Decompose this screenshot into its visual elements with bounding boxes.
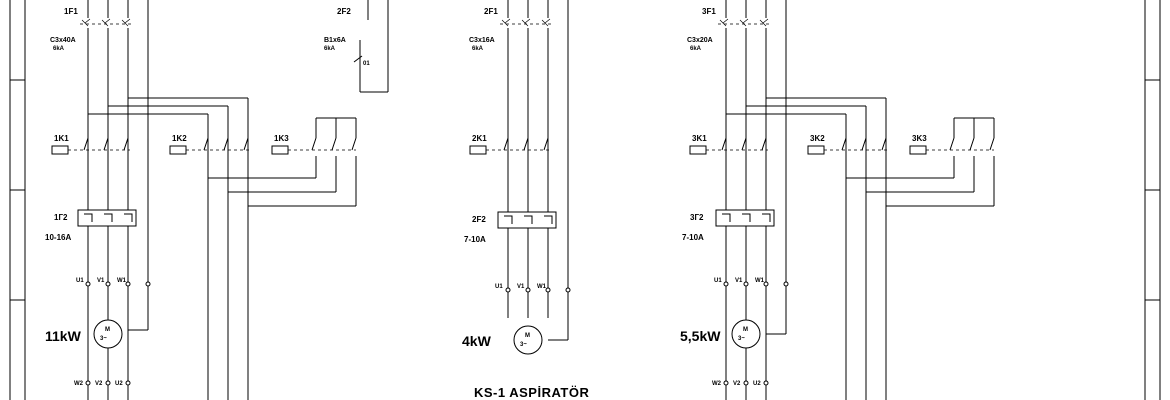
relay-label: 2F2 [472, 215, 486, 224]
svg-text:V2: V2 [733, 381, 741, 387]
svg-text:3~: 3~ [520, 342, 527, 348]
svg-text:M: M [743, 327, 748, 333]
svg-text:V1: V1 [97, 278, 105, 284]
breaker-rating: C3x40A [50, 37, 76, 44]
control-breaker-label: 2F2 [337, 7, 351, 16]
circuit-3: 3F1 C3x20A 6kA 3K1 3K2 3K3 [680, 0, 995, 400]
motor-terminals-bottom: W2 V2 U2 [74, 380, 131, 387]
breaker-1F1: 1F1 C3x40A 6kA [50, 0, 132, 52]
svg-text:M: M [525, 333, 530, 339]
motor-2: M 3~ 4kW [462, 325, 543, 355]
breaker-ka: 6kA [472, 46, 484, 52]
overload-relay-3: 3Г2 7-10A [682, 209, 775, 242]
contactor-label: 1K3 [274, 134, 289, 143]
circuit-1: 1F1 C3x40A 6kA 1K1 1K2 [45, 0, 357, 400]
breaker-ka: 6kA [690, 46, 702, 52]
motor-power: 5,5kW [680, 328, 721, 344]
svg-text:V1: V1 [517, 284, 525, 290]
breaker-rating: C3x16A [469, 37, 495, 44]
contactor-label: 2K1 [472, 134, 487, 143]
motor-terminals-bottom: W2 V2 U2 [712, 380, 769, 387]
overload-relay-2: 2F2 7-10A [464, 211, 557, 244]
breaker-label: 3F1 [702, 7, 716, 16]
motor-power: 4kW [462, 333, 492, 349]
control-breaker-ka: 6kA [324, 46, 336, 52]
svg-text:U1: U1 [714, 278, 722, 284]
svg-text:W2: W2 [712, 381, 722, 387]
breaker-label: 1F1 [64, 7, 78, 16]
breaker-label: 2F1 [484, 7, 498, 16]
contactor-3K1: 3K1 [689, 134, 768, 155]
sheet-frame [9, 0, 1161, 400]
breaker-ka: 6kA [53, 46, 65, 52]
contactor-3K3: 3K3 [846, 117, 995, 207]
diagram-title: KS-1 ASPİRATÖR [474, 385, 589, 400]
control-breaker-rating: B1x6A [324, 37, 346, 44]
relay-range: 7-10A [464, 235, 486, 244]
svg-text:U2: U2 [753, 381, 761, 387]
svg-text:3~: 3~ [738, 336, 745, 342]
svg-text:01: 01 [363, 61, 370, 67]
contactor-label: 1K1 [54, 134, 69, 143]
breaker-2F1: 2F1 C3x16A 6kA [469, 0, 552, 52]
svg-text:V2: V2 [95, 381, 103, 387]
motor-terminals-top: U1 V1 W1 [714, 278, 789, 287]
contactor-label: 1K2 [172, 134, 187, 143]
breaker-3F1: 3F1 C3x20A 6kA [687, 0, 770, 52]
contactor-2K1: 2K1 [469, 134, 550, 155]
relay-range: 7-10A [682, 233, 704, 242]
contactor-3K2: 3K2 [807, 134, 888, 155]
svg-text:W1: W1 [755, 278, 765, 284]
motor-1: M 3~ 11kW [45, 319, 123, 349]
contactor-label: 3K1 [692, 134, 707, 143]
motor-terminals-top: U1 V1 W1 [495, 284, 571, 293]
control-breaker: 2F2 B1x6A 6kA 01 [324, 0, 389, 93]
svg-text:3~: 3~ [100, 336, 107, 342]
svg-text:W1: W1 [117, 278, 127, 284]
overload-relay-1: 1Г2 10-16A [45, 209, 137, 242]
circuit-2: 2F1 C3x16A 6kA 2K1 2F2 7-10A U1 V1 [462, 0, 571, 355]
svg-text:W1: W1 [537, 284, 547, 290]
breaker-rating: C3x20A [687, 37, 713, 44]
svg-text:W2: W2 [74, 381, 84, 387]
motor-3: M 3~ 5,5kW [680, 319, 761, 349]
svg-text:U2: U2 [115, 381, 123, 387]
motor-terminals-top: U1 V1 W1 [76, 278, 151, 287]
svg-text:U1: U1 [495, 284, 503, 290]
svg-text:U1: U1 [76, 278, 84, 284]
relay-range: 10-16A [45, 233, 71, 242]
contactor-label: 3K3 [912, 134, 927, 143]
relay-label: 3Г2 [690, 213, 704, 222]
relay-label: 1Г2 [54, 213, 68, 222]
svg-text:M: M [105, 327, 110, 333]
contactor-label: 3K2 [810, 134, 825, 143]
motor-power: 11kW [45, 328, 82, 344]
contactor-1K3: 1K3 [208, 117, 357, 207]
svg-text:V1: V1 [735, 278, 743, 284]
contactor-1K1: 1K1 [51, 134, 130, 155]
contactor-1K2: 1K2 [169, 134, 250, 155]
